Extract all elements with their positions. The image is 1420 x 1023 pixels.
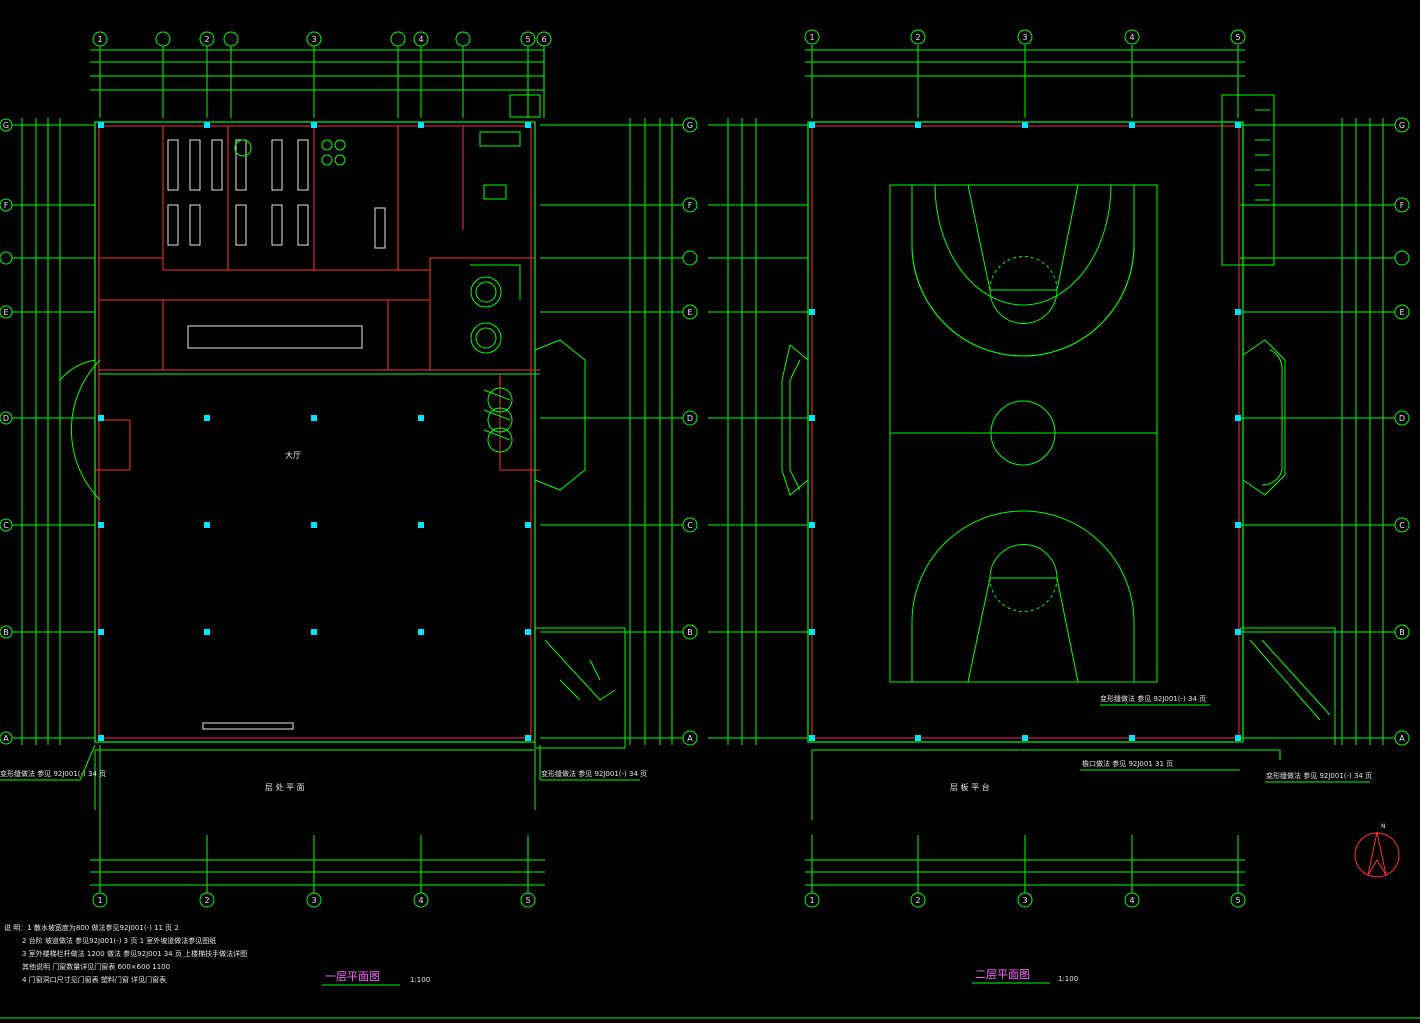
axis-label: C xyxy=(3,521,9,530)
plan-1-axis-bubbles xyxy=(0,31,698,908)
plan-1-walls xyxy=(94,121,540,743)
axis-label: A xyxy=(3,734,9,743)
axis-label: 2 xyxy=(915,33,920,42)
plan-1-scale: 1:100 xyxy=(410,976,430,984)
axis-label: 5 xyxy=(525,896,530,905)
note-line: 3 室外楼梯栏杆做法 1200 做法 参见92J001 34 页 上楼梯扶手做法… xyxy=(22,949,247,958)
plan-2-axis-bubbles xyxy=(804,29,1410,908)
plan-2-title: 二层平面图 xyxy=(975,968,1030,981)
axis-label: C xyxy=(1399,521,1405,530)
axis-label: E xyxy=(3,308,8,317)
axis-label: 4 xyxy=(418,896,423,905)
room-label-band: 层 处 平 面 xyxy=(265,782,305,792)
axis-label: B xyxy=(687,628,693,637)
axis-label: G xyxy=(3,121,9,130)
plan-2-columns xyxy=(809,122,1241,741)
callouts: 变形缝做法 参见 92J001(-) 34 页 变形缝做法 参见 92J001(… xyxy=(0,694,1372,783)
callout-text: 变形缝做法 参见 92J001(-) 34 页 xyxy=(0,769,106,778)
drawing-titles: 一层平面图 1:100 二层平面图 1:100 xyxy=(322,968,1078,986)
axis-label: C xyxy=(687,521,693,530)
axis-label: 1 xyxy=(809,896,814,905)
axis-label: 5 xyxy=(1235,896,1240,905)
callout-text: 檐口做法 参见 92J001 31 页 xyxy=(1082,759,1173,768)
axis-label: 1 xyxy=(97,896,102,905)
axis-label: B xyxy=(1399,628,1405,637)
callout-text: 变形缝做法 参见 92J001(-) 34 页 xyxy=(1266,771,1372,780)
axis-label: 6 xyxy=(541,35,546,44)
axis-label: D xyxy=(687,414,693,423)
callout-text: 变形缝做法 参见 92J001(-) 34 页 xyxy=(541,769,647,778)
note-line: 2 台阶 坡道做法 参见92J001(-) 3 页 1 室外坡道做法参见图纸 xyxy=(22,936,216,945)
axis-label: F xyxy=(688,201,693,210)
axis-label: 4 xyxy=(1129,33,1134,42)
axis-labels: 1 2 3 4 5 6 1 2 3 4 5 G F E D C B A G F … xyxy=(3,33,1405,905)
axis-label: 5 xyxy=(525,35,530,44)
axis-label: 3 xyxy=(311,896,316,905)
axis-label: F xyxy=(1400,201,1405,210)
axis-label: 4 xyxy=(418,35,423,44)
axis-label: 2 xyxy=(915,896,920,905)
north-arrow-icon: N xyxy=(1354,823,1400,878)
north-label: N xyxy=(1381,823,1386,830)
plan-2-scale: 1:100 xyxy=(1058,975,1078,983)
general-notes: 说 明：1 散水坡宽度为800 做法参见92J001(-) 11 页 2 2 台… xyxy=(4,923,247,984)
note-line: 4 门窗洞口尺寸见门窗表 塑料门窗 详见门窗表 xyxy=(22,975,166,984)
axis-label: 2 xyxy=(204,896,209,905)
axis-label: 2 xyxy=(204,35,209,44)
axis-label: 3 xyxy=(311,35,316,44)
axis-label: D xyxy=(1399,414,1405,423)
room-labels: 大厅 层 处 平 面 层 板 平 台 xyxy=(265,450,990,792)
note-line: 其他说明 门窗数量详见门窗表 600×600 1100 xyxy=(22,962,170,971)
callout-text: 变形缝做法 参见 92J001(-) 34 页 xyxy=(1100,694,1206,703)
plan-1-columns xyxy=(98,122,531,741)
plan-2 xyxy=(708,45,1395,895)
axis-label: 1 xyxy=(809,33,814,42)
axis-label: A xyxy=(687,734,693,743)
axis-label: 1 xyxy=(97,35,102,44)
axis-label: F xyxy=(4,201,9,210)
room-label-hall: 大厅 xyxy=(285,450,301,460)
axis-label: D xyxy=(3,414,9,423)
axis-label: 3 xyxy=(1022,896,1027,905)
axis-label: 3 xyxy=(1022,33,1027,42)
axis-label: E xyxy=(687,308,692,317)
axis-label: A xyxy=(1399,734,1405,743)
plan-1-title: 一层平面图 xyxy=(325,970,380,983)
room-label-band-2: 层 板 平 台 xyxy=(950,782,990,792)
axis-label: 5 xyxy=(1235,33,1240,42)
plan-1-fixtures xyxy=(59,94,626,810)
axis-label: B xyxy=(3,628,9,637)
note-line: 说 明：1 散水坡宽度为800 做法参见92J001(-) 11 页 2 xyxy=(4,923,179,932)
axis-label: 4 xyxy=(1129,896,1134,905)
axis-label: G xyxy=(1399,121,1405,130)
axis-label: E xyxy=(1399,308,1404,317)
axis-label: G xyxy=(687,121,693,130)
plan-1 xyxy=(10,45,685,895)
